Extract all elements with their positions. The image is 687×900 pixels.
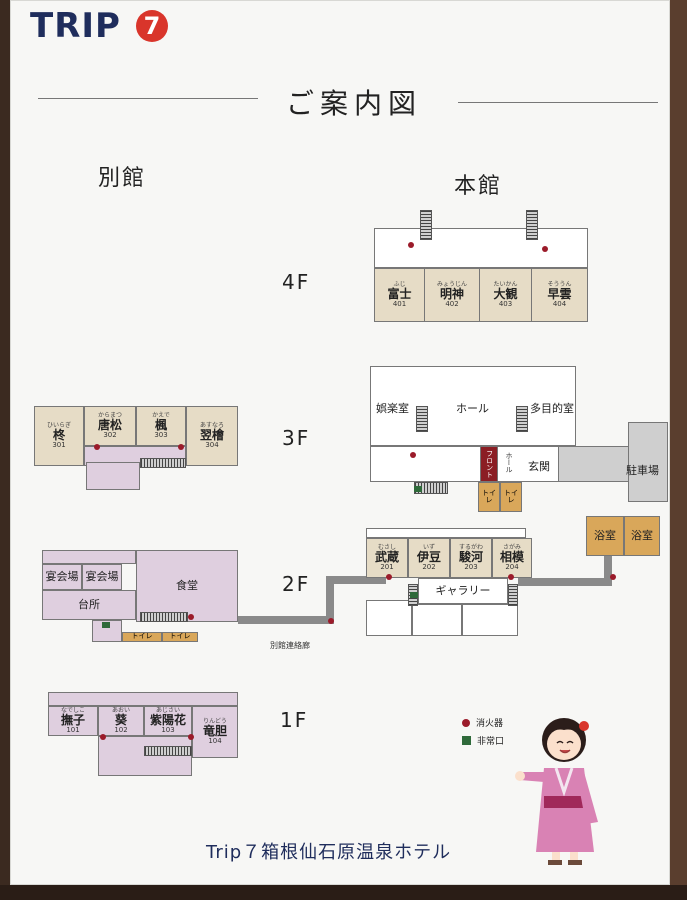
toilet-2f-2: トイレ — [162, 632, 198, 642]
banquet-hall-2: 宴会場 — [82, 564, 122, 590]
main-4f-corridor — [374, 228, 588, 268]
kitchen: 台所 — [42, 590, 136, 620]
bath-corridor-h — [518, 578, 610, 586]
main-2f-top-strip — [366, 528, 526, 538]
main-3f-stairs-left — [416, 406, 428, 432]
extinguisher-marker — [178, 444, 184, 450]
extinguisher-icon — [462, 718, 470, 727]
wooden-frame-right — [670, 0, 687, 900]
annex-3f-lower-room — [86, 462, 140, 490]
hotel-name-footer: Trip７箱根仙石原温泉ホテル — [206, 842, 452, 863]
extinguisher-marker — [94, 444, 100, 450]
annex-2f-top-strip — [42, 550, 136, 564]
kimono-mascot-illustration — [515, 718, 598, 865]
main-3f-lobby — [370, 446, 576, 482]
main-2f-lower-room-3 — [462, 604, 518, 636]
entrance-label: 玄関 — [528, 460, 550, 473]
legend-extinguisher: 消火器 — [462, 716, 503, 729]
annex-2f-small-room — [92, 620, 122, 642]
annex-3f-stairs — [140, 458, 186, 468]
main-4f-stairs-left — [420, 210, 432, 240]
extinguisher-marker — [188, 734, 194, 740]
title-rule-left — [38, 98, 258, 99]
brand-logo-mark: 7 — [136, 10, 168, 42]
emergency-exit-marker — [410, 592, 418, 598]
floor-label-3f: 3F — [282, 426, 311, 450]
annex-1f-top-strip — [48, 692, 238, 706]
parking-ramp — [628, 422, 668, 502]
wooden-frame-bottom — [0, 885, 687, 900]
banquet-hall-1: 宴会場 — [42, 564, 82, 590]
main-3f-hall-block — [370, 366, 576, 446]
main-building-heading: 本館 — [454, 174, 503, 199]
multipurpose-room-label: 多目的室 — [530, 402, 574, 415]
connector-corridor-h2 — [326, 576, 386, 584]
main-4f-stairs-right — [526, 210, 538, 240]
main-2f-lower-room-1 — [366, 600, 412, 636]
brand-logo-text: TRIP — [30, 6, 121, 46]
bath-2: 浴室 — [624, 516, 660, 556]
entertainment-room-label: 娯楽室 — [376, 402, 409, 415]
annex-1f-stairs — [144, 746, 192, 756]
bath-1: 浴室 — [586, 516, 624, 556]
annex-heading: 別館 — [98, 166, 147, 191]
emergency-exit-icon — [462, 736, 471, 745]
connector-corridor-h1 — [238, 616, 334, 624]
gallery: ギャラリー — [418, 578, 508, 604]
main-2f-stairs-right — [508, 584, 518, 606]
extinguisher-marker — [542, 246, 548, 252]
floor-label-1f: 1F — [280, 708, 309, 732]
toilet-2f-1: トイレ — [122, 632, 162, 642]
front-desk: フロント — [480, 446, 498, 482]
extinguisher-marker — [408, 242, 414, 248]
bath-corridor-v — [604, 556, 612, 586]
floor-label-4f: 4F — [282, 270, 311, 294]
legend-exit: 非常口 — [462, 734, 504, 747]
emergency-exit-marker — [102, 622, 110, 628]
emergency-exit-marker — [414, 486, 422, 492]
page-title: ご案内図 — [286, 87, 423, 120]
toilet-3f-1: トイレ — [478, 482, 500, 512]
dining-room: 食堂 — [136, 550, 238, 622]
extinguisher-marker — [328, 618, 334, 624]
annex-2f-stairs — [140, 612, 188, 622]
connector-label: 別館連絡廊 — [270, 641, 310, 650]
extinguisher-marker — [386, 574, 392, 580]
main-3f-stairs-right — [516, 406, 528, 432]
extinguisher-marker — [100, 734, 106, 740]
parking-label: 駐車場 — [626, 464, 659, 477]
hall-small-label: ホール — [505, 452, 513, 473]
main-2f-lower-room-2 — [412, 604, 462, 636]
toilet-3f-2: トイレ — [500, 482, 522, 512]
annex-1f-lower-area — [98, 736, 192, 776]
title-rule-right — [458, 102, 658, 103]
connector-corridor-v — [326, 580, 334, 624]
hall-label: ホール — [456, 402, 489, 415]
extinguisher-marker — [188, 614, 194, 620]
floor-label-2f: 2F — [282, 572, 311, 596]
extinguisher-marker — [410, 452, 416, 458]
extinguisher-marker — [508, 574, 514, 580]
extinguisher-marker — [610, 574, 616, 580]
